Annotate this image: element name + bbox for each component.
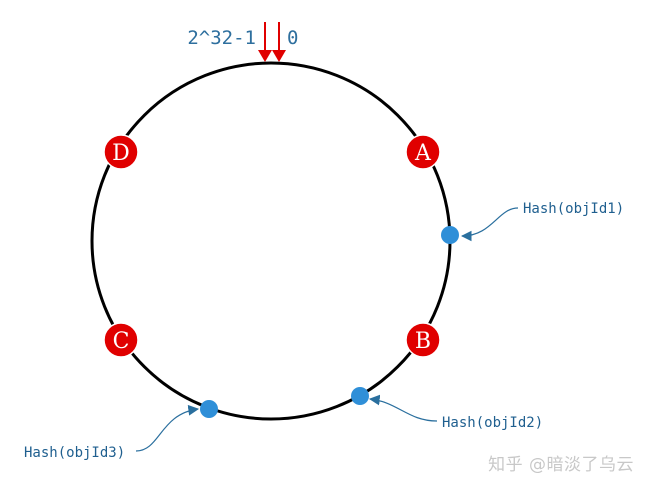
node-A: A bbox=[405, 134, 441, 170]
ring-zero-label: 0 bbox=[287, 27, 298, 49]
node-B-label: B bbox=[415, 329, 431, 354]
object-point-1 bbox=[441, 226, 459, 244]
hash-ring bbox=[90, 61, 452, 421]
node-C: C bbox=[103, 322, 139, 358]
object-2-arrow bbox=[368, 394, 438, 422]
node-C-label: C bbox=[113, 329, 130, 354]
node-D-label: D bbox=[112, 141, 130, 166]
node-B: B bbox=[405, 322, 441, 358]
ring-max-arrow-head bbox=[258, 50, 272, 62]
object-3-arrow bbox=[135, 404, 200, 452]
node-D: D bbox=[103, 134, 139, 170]
object-1-label: Hash(objId1) bbox=[523, 201, 624, 217]
ring-zero-arrow-head bbox=[272, 50, 286, 62]
ring-max-label: 2^32-1 bbox=[187, 27, 256, 49]
object-1-arrow bbox=[460, 207, 519, 242]
object-2-label: Hash(objId2) bbox=[442, 415, 543, 431]
object-point-2 bbox=[351, 387, 369, 405]
watermark: 知乎 @暗淡了乌云 bbox=[488, 455, 634, 475]
object-point-3 bbox=[200, 400, 218, 418]
node-A-label: A bbox=[414, 141, 432, 166]
object-3-label: Hash(objId3) bbox=[24, 445, 125, 461]
